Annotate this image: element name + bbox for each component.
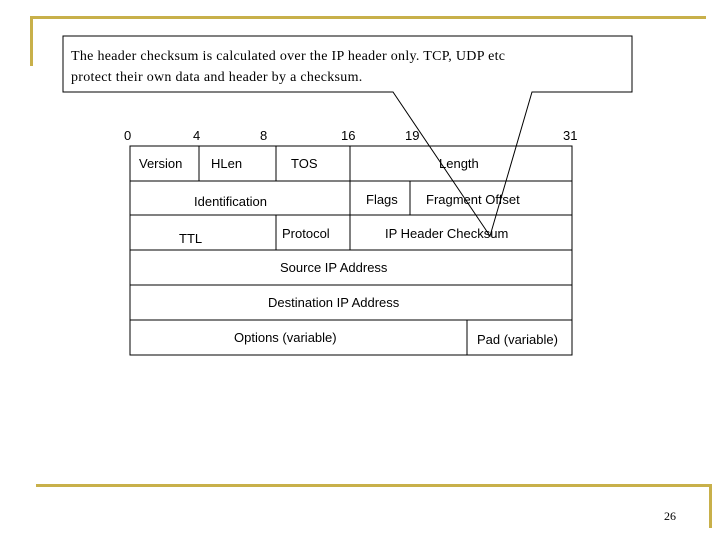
right-accent-bar	[709, 484, 712, 528]
field-destination-address: Destination IP Address	[268, 295, 400, 310]
field-source-address: Source IP Address	[280, 260, 388, 275]
callout-shape	[62, 35, 633, 238]
field-protocol: Protocol	[282, 226, 330, 241]
left-accent-bar	[30, 16, 33, 66]
field-length: Length	[439, 156, 479, 171]
packet-grid	[129, 145, 573, 356]
callout-line-1: The header checksum is calculated over t…	[71, 49, 506, 64]
field-fragment-offset: Fragment Offset	[426, 192, 520, 207]
bottom-accent-bar	[36, 484, 712, 487]
page-number: 26	[664, 509, 676, 523]
callout-bubble	[62, 35, 633, 238]
top-accent-bar	[30, 16, 706, 19]
callout-line-2: protect their own data and header by a c…	[71, 70, 363, 85]
bit-position-0: 0	[124, 128, 132, 143]
field-pad: Pad (variable)	[477, 332, 558, 347]
bit-position-31: 31	[563, 128, 578, 143]
bit-position-16: 16	[341, 128, 356, 143]
field-hlen: HLen	[211, 156, 243, 171]
field-flags: Flags	[366, 192, 398, 207]
bit-position-19: 19	[405, 128, 420, 143]
field-checksum: IP Header Checksum	[385, 226, 509, 241]
bit-position-8: 8	[260, 128, 268, 143]
field-options: Options (variable)	[234, 330, 337, 345]
field-ttl: TTL	[179, 231, 203, 246]
field-tos: TOS	[291, 156, 318, 171]
field-identification: Identification	[194, 194, 267, 209]
bit-position-4: 4	[193, 128, 201, 143]
field-version: Version	[139, 156, 183, 171]
